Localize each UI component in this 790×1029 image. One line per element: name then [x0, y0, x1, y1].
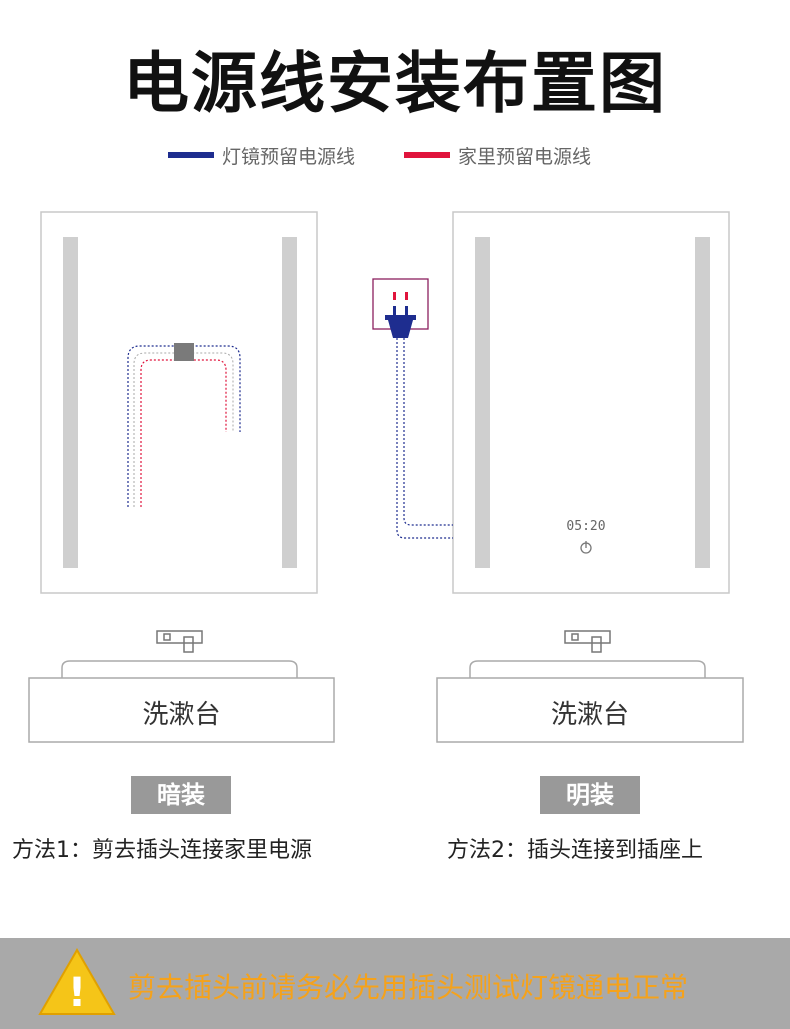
left-mirror-led-strip-right [282, 237, 297, 568]
mirror-clock-display: 05:20 [566, 519, 605, 534]
right-faucet-icon [564, 630, 611, 653]
warning-bar [0, 938, 790, 1029]
right-mirror: 05:20 [452, 211, 730, 594]
right-mirror-frame [452, 211, 730, 594]
left-mirror [40, 211, 318, 594]
legend-swatch-red [404, 152, 450, 158]
left-mirror-frame [40, 211, 318, 594]
power-icon [580, 541, 592, 554]
junction-box-icon [174, 343, 194, 361]
surface-install-badge: 明装 [540, 776, 640, 814]
right-mirror-led-strip-left [475, 237, 490, 568]
method-1-text: 方法1：剪去插头连接家里电源 [12, 838, 312, 863]
left-basin-label: 洗漱台 [142, 700, 221, 730]
left-faucet-icon [156, 630, 203, 653]
left-mirror-led-strip-left [63, 237, 78, 568]
concealed-install-badge: 暗装 [131, 776, 231, 814]
method-2-text: 方法2：插头连接到插座上 [447, 838, 703, 863]
left-basin [28, 660, 335, 743]
legend-lamp-cable: 灯镜预留电源线 [168, 142, 355, 168]
socket-hole-right [405, 292, 408, 300]
right-lamp-cable [396, 338, 453, 539]
socket-hole-left [393, 292, 396, 300]
right-basin [436, 660, 744, 743]
legend-label-home: 家里预留电源线 [458, 145, 592, 168]
legend-swatch-blue [168, 152, 214, 158]
warning-icon-glyph: ! [68, 970, 86, 1016]
right-mirror-led-strip-right [695, 237, 710, 568]
right-basin-label: 洗漱台 [550, 700, 629, 730]
page-title: 电源线安装布置图 [123, 45, 667, 122]
legend-home-cable: 家里预留电源线 [404, 142, 591, 168]
plug-icon [385, 306, 416, 338]
warning-text: 剪去插头前请务必先用插头测试灯镜通电正常 [128, 971, 689, 1004]
right-lamp-cable-2 [403, 338, 453, 526]
warning-icon: ! [38, 948, 116, 1016]
legend-label-lamp: 灯镜预留电源线 [222, 145, 356, 168]
